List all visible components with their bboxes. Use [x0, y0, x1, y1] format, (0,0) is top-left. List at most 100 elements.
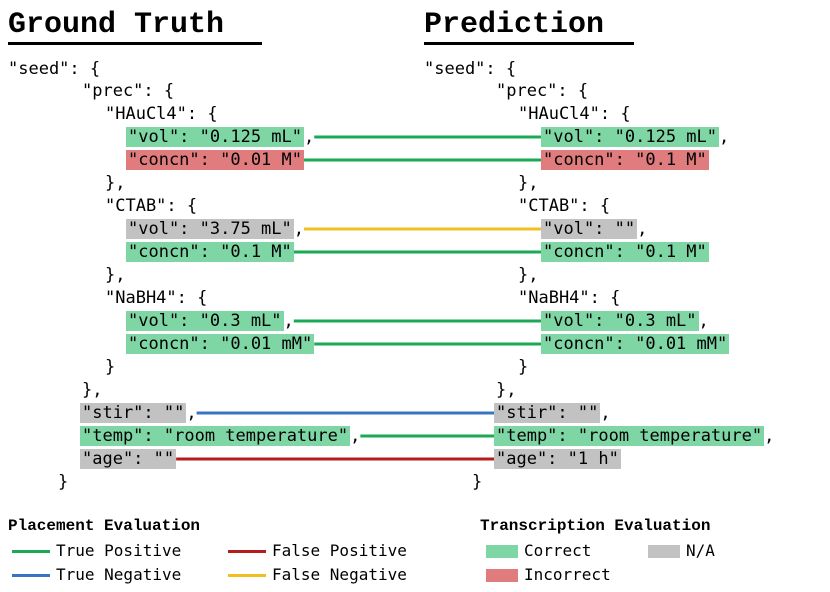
gt-stir: "stir": "" [80, 403, 187, 423]
pred-nabh4-key: "NaBH4": { [518, 288, 621, 308]
legend-label: False Negative [272, 565, 407, 584]
pred-age: "age": "1 h" [494, 449, 621, 469]
gt-line: "age": "" [80, 448, 177, 471]
pred-line: "prec": { [496, 80, 588, 103]
gt-temp: "temp": "room temperature" [80, 426, 351, 446]
gt-line: } [105, 356, 115, 379]
pred-close-brace: }, [518, 173, 539, 193]
gt-close-brace: } [105, 357, 116, 377]
pred-line: "CTAB": { [518, 195, 610, 218]
legend-correct: Correct [486, 540, 591, 562]
incorrect-swatch [486, 568, 518, 582]
pred-haucl4-key: "HAuCl4": { [518, 104, 631, 124]
gt-line: }, [105, 172, 125, 195]
pred-line: "stir": "", [494, 402, 611, 425]
legend-incorrect: Incorrect [486, 564, 611, 586]
gt-line: }, [105, 264, 125, 287]
false-negative-swatch [228, 573, 266, 577]
prediction-title: Prediction [424, 8, 605, 42]
gt-age: "age": "" [80, 449, 177, 469]
gt-comma: , [283, 311, 294, 331]
gt-line: "vol": "3.75 mL", [126, 218, 304, 241]
gt-haucl4-key: "HAuCl4": { [105, 104, 218, 124]
gt-ctab-concn: "concn": "0.1 M" [126, 242, 294, 262]
pred-comma: , [637, 219, 648, 239]
legend-label: N/A [686, 541, 715, 560]
pred-seed-key: "seed": { [424, 59, 517, 79]
gt-line: "prec": { [82, 80, 174, 103]
gt-line: }, [82, 379, 102, 402]
gt-prec-key: "prec": { [82, 81, 175, 101]
pred-line: "vol": "", [541, 218, 647, 241]
pred-nabh4-concn: "concn": "0.01 mM" [541, 334, 730, 354]
gt-line: "NaBH4": { [105, 287, 207, 310]
pred-temp: "temp": "room temperature" [494, 426, 765, 446]
gt-ctab-key: "CTAB": { [105, 196, 198, 216]
correct-swatch [486, 544, 518, 558]
pred-line: }, [518, 172, 538, 195]
gt-ctab-vol: "vol": "3.75 mL" [126, 219, 294, 239]
gt-line: "CTAB": { [105, 195, 197, 218]
gt-line: "vol": "0.125 mL", [126, 126, 314, 149]
legend-false-positive: False Positive [228, 540, 407, 562]
pred-stir: "stir": "" [494, 403, 601, 423]
pred-close-brace: } [518, 357, 529, 377]
gt-nabh4-concn: "concn": "0.01 mM" [126, 334, 315, 354]
false-positive-swatch [228, 549, 266, 553]
pred-line: }, [496, 379, 516, 402]
pred-line: "vol": "0.3 mL", [541, 310, 709, 333]
pred-close-brace: } [472, 472, 483, 492]
pred-haucl4-vol: "vol": "0.125 mL" [541, 127, 719, 147]
pred-line: "age": "1 h" [494, 448, 621, 471]
na-swatch [648, 544, 680, 558]
legend-na: N/A [648, 540, 715, 562]
gt-nabh4-key: "NaBH4": { [105, 288, 208, 308]
pred-line: "concn": "0.01 mM" [541, 333, 730, 356]
gt-haucl4-concn: "concn": "0.01 M" [126, 150, 304, 170]
pred-close-brace: }, [518, 265, 539, 285]
gt-comma: , [304, 127, 315, 147]
legend-label: False Positive [272, 541, 407, 560]
pred-line: "seed": { [424, 58, 516, 81]
pred-comma: , [764, 426, 775, 446]
legend-true-positive: True Positive [12, 540, 181, 562]
true-negative-swatch [12, 573, 50, 577]
gt-nabh4-vol: "vol": "0.3 mL" [126, 311, 284, 331]
legend-label: True Positive [56, 541, 182, 560]
pred-comma: , [600, 403, 611, 423]
legend-true-negative: True Negative [12, 564, 181, 586]
gt-line: } [58, 471, 68, 494]
pred-line: } [518, 356, 528, 379]
ground-truth-title: Ground Truth [8, 8, 225, 42]
pred-comma: , [719, 127, 730, 147]
gt-seed-key: "seed": { [8, 59, 101, 79]
pred-line: }, [518, 264, 538, 287]
transcription-legend-title: Transcription Evaluation [480, 517, 711, 535]
prediction-title-underline [424, 42, 634, 45]
gt-line: "concn": "0.01 mM" [126, 333, 315, 356]
gt-close-brace: }, [105, 265, 126, 285]
legend-label: Incorrect [524, 565, 611, 584]
legend-label: True Negative [56, 565, 182, 584]
pred-ctab-concn: "concn": "0.1 M" [541, 242, 709, 262]
gt-close-brace: }, [105, 173, 126, 193]
legend-false-negative: False Negative [228, 564, 407, 586]
true-positive-swatch [12, 549, 50, 553]
pred-ctab-key: "CTAB": { [518, 196, 611, 216]
gt-line: "concn": "0.01 M" [126, 149, 304, 172]
gt-close-brace: }, [82, 380, 103, 400]
gt-haucl4-vol: "vol": "0.125 mL" [126, 127, 304, 147]
pred-close-brace: }, [496, 380, 517, 400]
gt-comma: , [186, 403, 197, 423]
pred-prec-key: "prec": { [496, 81, 589, 101]
gt-line: "stir": "", [80, 402, 197, 425]
gt-line: "seed": { [8, 58, 100, 81]
legend-label: Correct [524, 541, 592, 560]
gt-comma: , [350, 426, 361, 446]
pred-line: "vol": "0.125 mL", [541, 126, 729, 149]
pred-ctab-vol: "vol": "" [541, 219, 638, 239]
placement-legend-title: Placement Evaluation [8, 517, 201, 535]
pred-line: "NaBH4": { [518, 287, 620, 310]
gt-line: "concn": "0.1 M" [126, 241, 294, 264]
